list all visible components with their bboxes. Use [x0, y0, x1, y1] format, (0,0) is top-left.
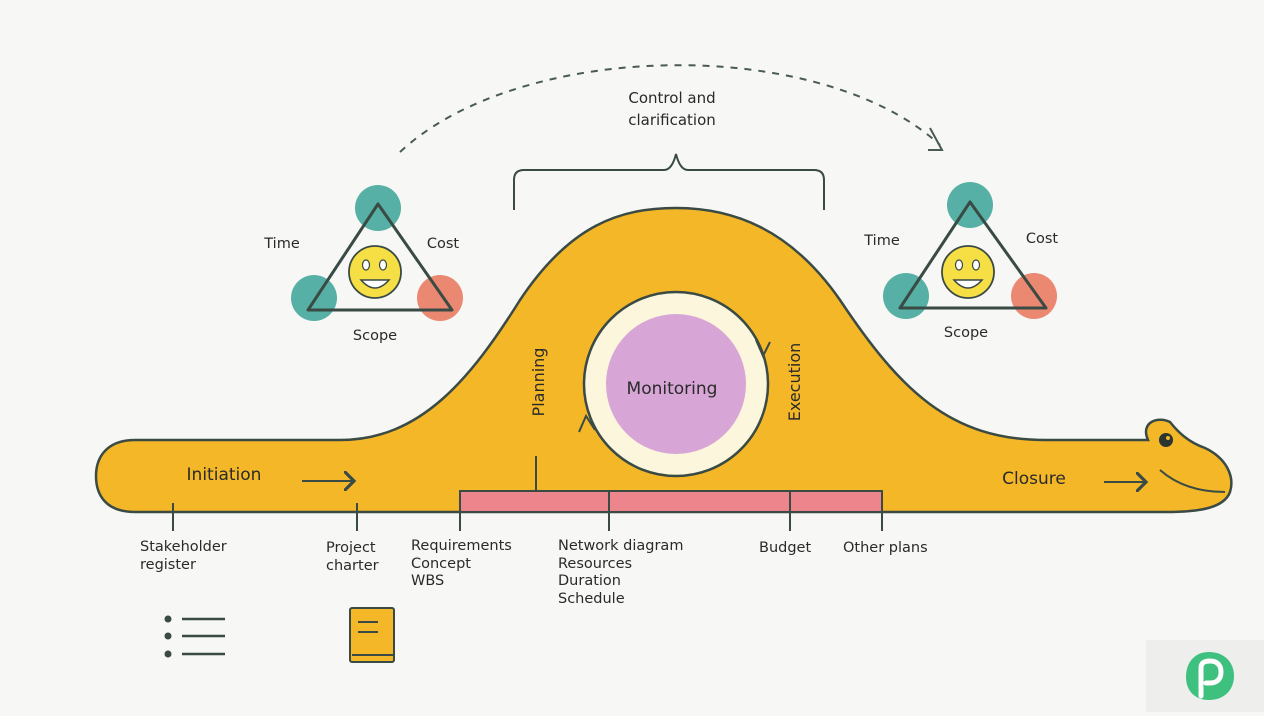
doc-concept: Concept — [411, 556, 471, 572]
doc-stakeholder-line2: register — [140, 557, 196, 573]
list-icon — [164, 615, 225, 658]
dino-eye-icon — [1159, 433, 1173, 447]
phase-closure: Closure — [1002, 469, 1066, 489]
phase-execution: Execution — [785, 343, 804, 422]
right-time-label: Time — [863, 233, 900, 249]
doc-requirements: Requirements — [411, 538, 512, 554]
doc-stakeholder-line1: Stakeholder — [140, 539, 227, 555]
dino-mouth — [1159, 469, 1226, 493]
left-constraint-triangle — [291, 185, 463, 321]
cycle-arrow-right-icon — [755, 339, 771, 359]
left-cost-label: Cost — [427, 236, 460, 252]
doc-duration: Duration — [558, 573, 621, 589]
planning-documents-bar — [460, 491, 882, 511]
phase-initiation: Initiation — [187, 465, 262, 485]
right-scope-label: Scope — [944, 325, 988, 341]
left-time-label: Time — [263, 236, 300, 252]
control-brace — [513, 153, 825, 210]
doc-charter-line1: Project — [326, 540, 376, 556]
doc-resources: Resources — [558, 556, 632, 572]
doc-other-plans: Other plans — [843, 540, 928, 556]
control-arc — [399, 64, 941, 153]
planning-documents-bracket — [459, 456, 883, 531]
control-label-line1: Control and — [628, 89, 715, 107]
cycle-arrow-left-icon — [578, 413, 596, 433]
control-arc-arrowhead — [928, 127, 944, 151]
phase-planning: Planning — [529, 348, 548, 417]
doc-network-diagram: Network diagram — [558, 538, 683, 554]
monitoring-cycle — [582, 290, 770, 478]
document-icon — [349, 607, 395, 663]
monitoring-circle — [606, 314, 746, 454]
doc-charter-line2: charter — [326, 558, 379, 574]
right-constraint-triangle — [883, 182, 1057, 319]
phase-monitoring: Monitoring — [627, 379, 718, 399]
control-label-line2: clarification — [628, 111, 716, 129]
brand-logo-icon[interactable] — [1146, 640, 1264, 712]
smiley-icon — [348, 245, 402, 299]
doc-budget: Budget — [759, 540, 811, 556]
doc-schedule: Schedule — [558, 591, 625, 607]
left-scope-label: Scope — [353, 328, 397, 344]
right-cost-label: Cost — [1026, 231, 1059, 247]
doc-wbs: WBS — [411, 573, 444, 589]
smiley-icon — [941, 245, 995, 299]
